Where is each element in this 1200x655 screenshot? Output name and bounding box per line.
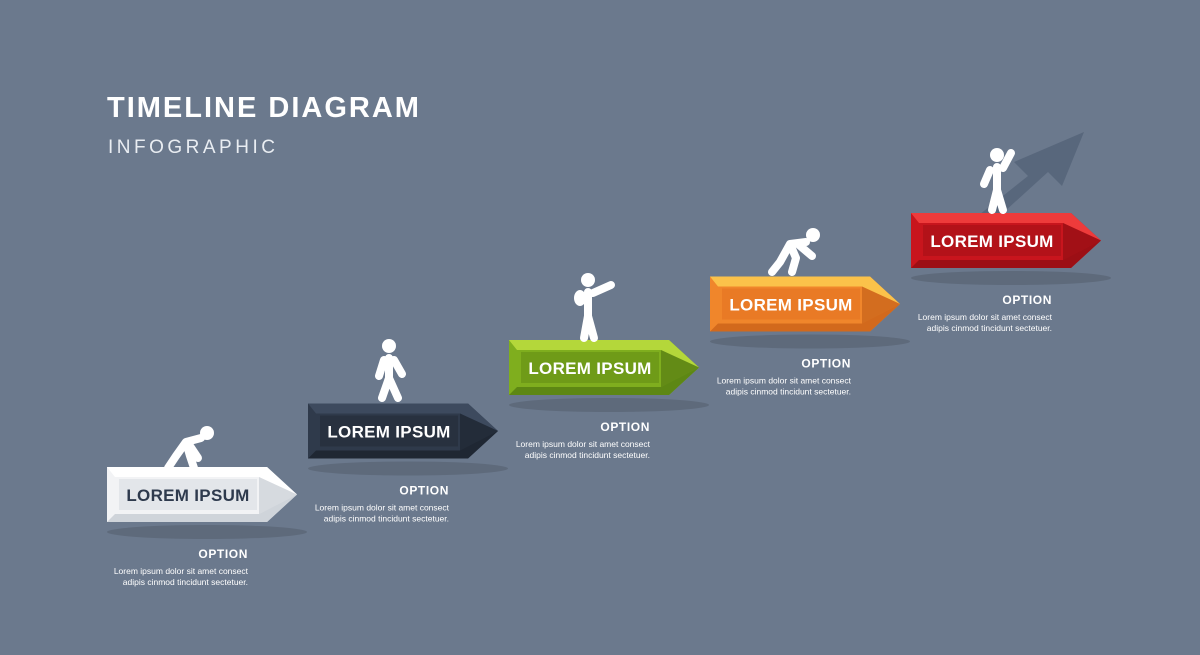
step-arrow-top-face: [710, 276, 900, 304]
step-shadow: [509, 398, 709, 412]
step-option-text-line1: Lorem ipsum dolor sit amet consect: [315, 503, 450, 513]
timeline-step: LOREM IPSUM OPTION Lorem ipsum dolor sit a…: [509, 273, 709, 460]
step-arrow-bottom-face: [911, 240, 1101, 268]
step-arrow-top-face: [308, 403, 498, 431]
step-arrow-bottom-face: [308, 431, 498, 459]
step-option-title: OPTION: [198, 547, 248, 561]
timeline-step: LOREM IPSUM OPTION Lorem ipsum dolor sit a…: [710, 228, 910, 397]
step-arrow-bottom-face: [710, 304, 900, 332]
step-label: LOREM IPSUM: [126, 486, 249, 505]
step-label-plate: [119, 479, 257, 510]
step-option-text-line1: Lorem ipsum dolor sit amet consect: [918, 312, 1053, 322]
step-label: LOREM IPSUM: [528, 359, 651, 378]
step-arrow-top-face: [911, 213, 1101, 241]
pointing-person-icon: [574, 273, 615, 342]
step-option-text-line2: adipis cinmod tincidunt sectetuer.: [726, 387, 851, 397]
page-title: TIMELINE DIAGRAM: [107, 92, 421, 124]
walking-person-icon: [375, 339, 406, 402]
step-arrow-tip-shade: [259, 477, 297, 514]
step-shadow: [911, 271, 1111, 285]
step-option-title: OPTION: [801, 357, 851, 371]
step-shadow: [308, 461, 508, 476]
running-person-icon: [768, 228, 820, 276]
step-arrow-tip-shade: [862, 286, 900, 324]
step-label-plate: [923, 225, 1061, 256]
step-arrow-top-face: [107, 467, 297, 495]
step-label-plate: [320, 415, 458, 447]
step-option-text-line1: Lorem ipsum dolor sit amet consect: [516, 439, 651, 449]
step-arrow-tip-shade: [661, 350, 699, 387]
step-label: LOREM IPSUM: [327, 423, 450, 442]
step-option-text-line2: adipis cinmod tincidunt sectetuer.: [324, 514, 449, 524]
step-arrow-bottom-face: [107, 494, 297, 522]
step-label: LOREM IPSUM: [930, 232, 1053, 251]
step-label-plate: [722, 288, 860, 320]
crouching-person-icon: [164, 426, 214, 472]
step-shadow: [710, 334, 910, 349]
step-arrow-tip-shade: [1063, 223, 1101, 260]
page-subtitle: INFOGRAPHIC: [108, 137, 279, 158]
step-option-text-line2: adipis cinmod tincidunt sectetuer.: [525, 450, 650, 460]
step-option-title: OPTION: [399, 484, 449, 498]
step-label: LOREM IPSUM: [729, 296, 852, 315]
step-arrow-tip-shade: [460, 413, 498, 451]
timeline-step: LOREM IPSUM OPTION Lorem ipsum dolor sit a…: [107, 426, 307, 587]
step-option-title: OPTION: [600, 420, 650, 434]
step-option-text-line1: Lorem ipsum dolor sit amet consect: [717, 376, 852, 386]
step-option-text-line2: adipis cinmod tincidunt sectetuer.: [123, 577, 248, 587]
step-option-title: OPTION: [1002, 293, 1052, 307]
waving-person-icon: [980, 148, 1015, 214]
step-option-text-line1: Lorem ipsum dolor sit amet consect: [114, 566, 249, 576]
step-label-plate: [521, 352, 659, 383]
step-shadow: [107, 525, 307, 539]
step-arrow-top-face: [509, 340, 699, 368]
timeline-step: LOREM IPSUM OPTION Lorem ipsum dolor sit a…: [308, 339, 508, 524]
timeline-step: LOREM IPSUM OPTION Lorem ipsum dolor sit a…: [911, 148, 1111, 333]
step-option-text-line2: adipis cinmod tincidunt sectetuer.: [927, 323, 1052, 333]
step-arrow-bottom-face: [509, 367, 699, 395]
